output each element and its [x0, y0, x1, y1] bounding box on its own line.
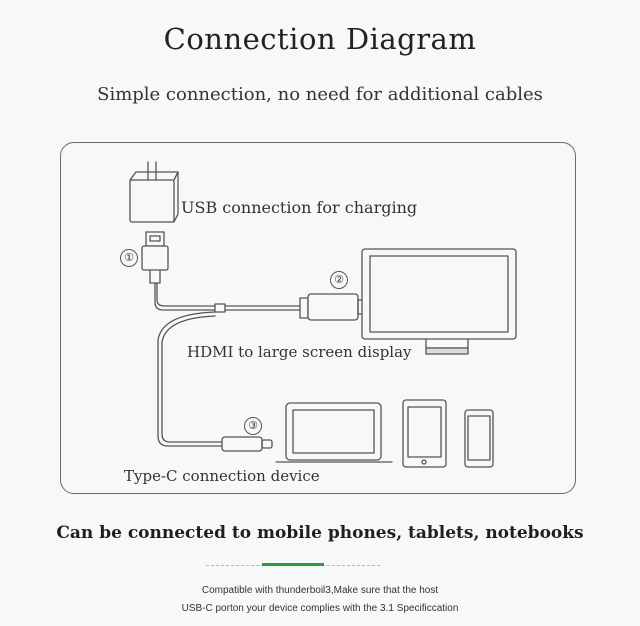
hdmi-plug-icon [299, 293, 369, 321]
usb-plug-icon [141, 231, 169, 284]
typec-device-label: Type-C connection device [124, 467, 320, 485]
compatibility-heading: Can be connected to mobile phones, table… [56, 523, 584, 543]
phone-icon [464, 409, 494, 468]
marker-3: ③ [244, 417, 262, 435]
tablet-icon [402, 399, 447, 468]
marker-1: ① [120, 249, 138, 267]
usb-c-plug-icon [221, 436, 273, 452]
divider-accent [262, 563, 324, 566]
compatibility-note-2: USB-C porton your device complies with t… [181, 603, 459, 614]
usb-charging-label: USB connection for charging [181, 198, 418, 217]
hdmi-display-label: HDMI to large screen display [187, 343, 412, 361]
page-subtitle: Simple connection, no need for additiona… [97, 84, 543, 105]
diagram-frame [60, 142, 576, 494]
laptop-icon [275, 402, 393, 463]
marker-2: ② [330, 271, 348, 289]
monitor-icon [361, 248, 517, 355]
compatibility-note-1: Compatible with thunderboil3,Make sure t… [201, 585, 439, 596]
page-title: Connection Diagram [163, 22, 477, 56]
power-adapter-icon [129, 161, 179, 223]
